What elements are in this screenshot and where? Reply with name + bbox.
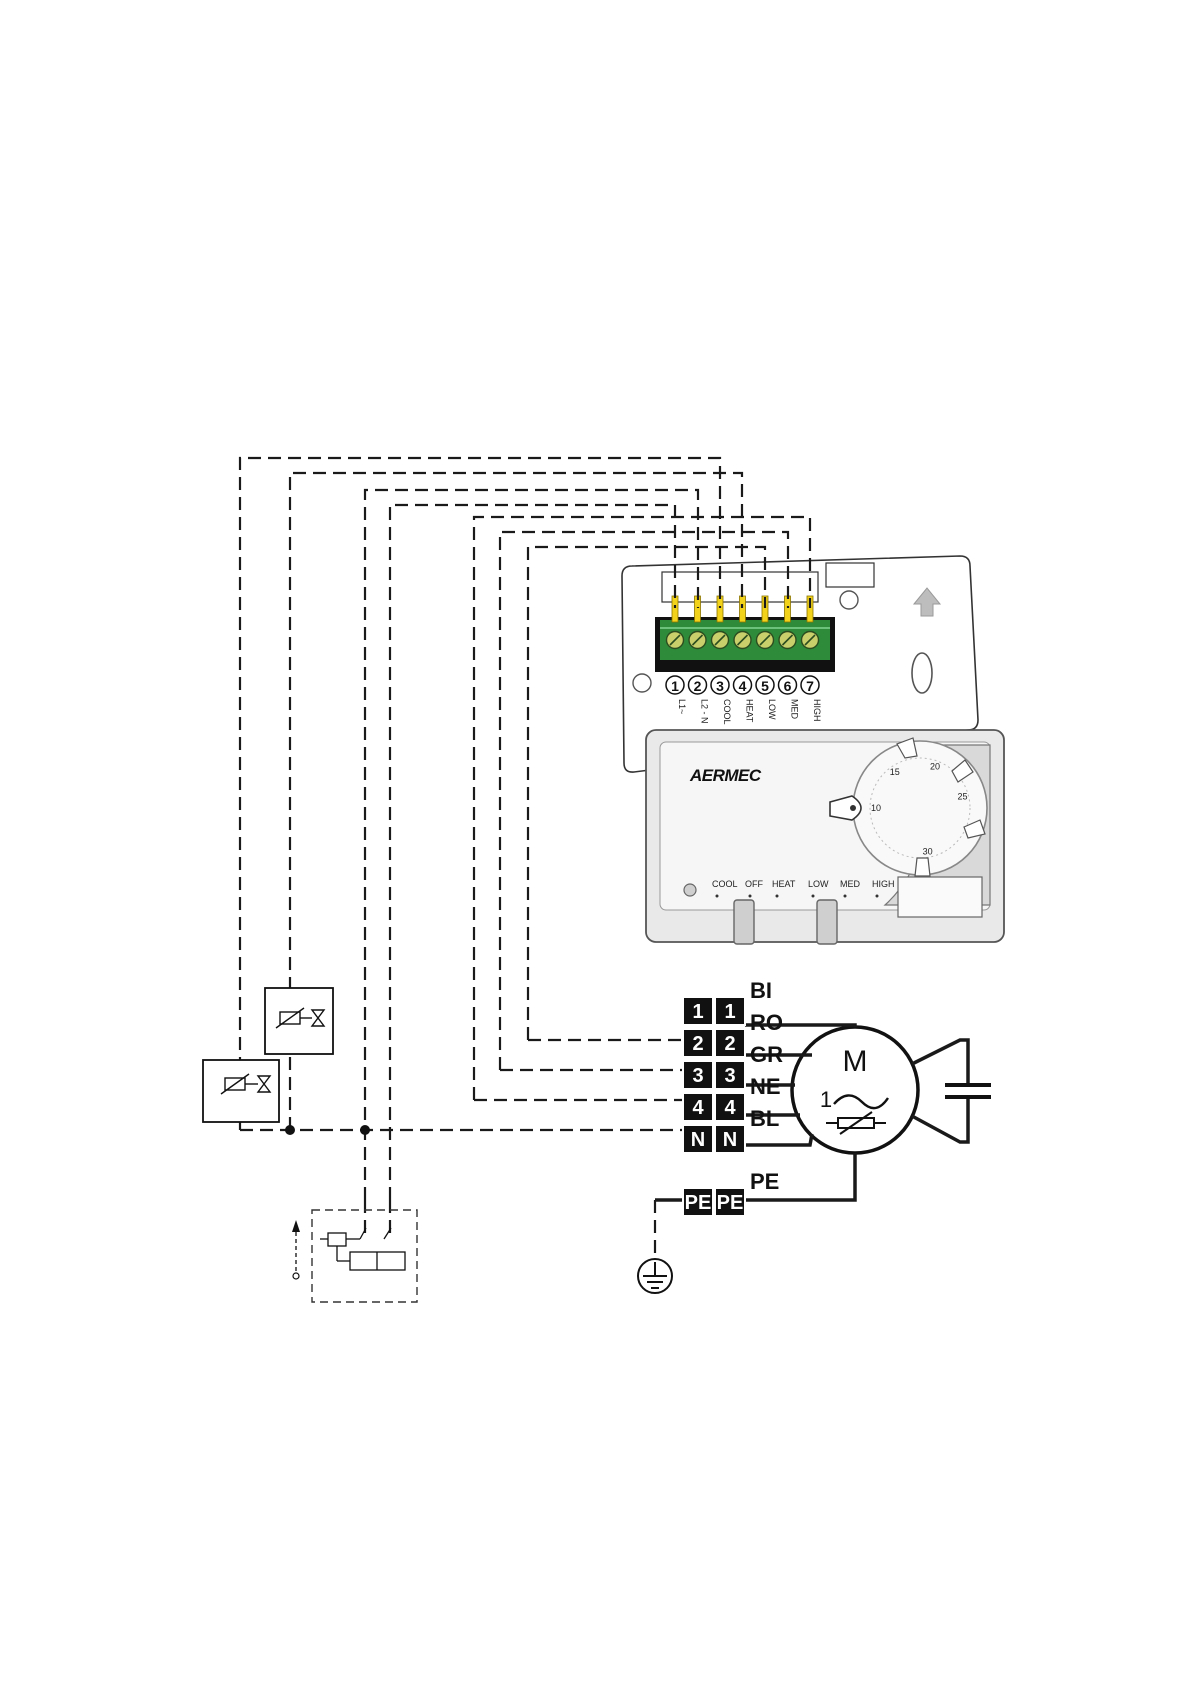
brand-logo: AERMEC bbox=[689, 766, 762, 785]
connector-pin-label: PE bbox=[717, 1192, 744, 1214]
mounting-hole-left bbox=[633, 674, 651, 692]
plate-tab bbox=[826, 563, 874, 587]
fan-motor: M 1 bbox=[792, 1027, 991, 1153]
terminal-number: 3 bbox=[716, 678, 724, 694]
connector-pin-label: 1 bbox=[724, 1001, 735, 1023]
connector-pin-label: 3 bbox=[692, 1065, 703, 1087]
speed-label: MED bbox=[840, 879, 861, 889]
mode-label: COOL bbox=[712, 879, 738, 889]
terminal-number: 5 bbox=[761, 678, 769, 694]
display-window bbox=[898, 877, 982, 917]
mode-label: OFF bbox=[745, 879, 763, 889]
junction-dot bbox=[360, 1125, 370, 1135]
arrow-up-icon bbox=[292, 1220, 300, 1232]
valve-cool bbox=[203, 1060, 279, 1122]
dial-mark: 25 bbox=[957, 792, 967, 802]
connector-pin-label: 2 bbox=[692, 1033, 703, 1055]
junction-dot bbox=[285, 1125, 295, 1135]
speed-label: HIGH bbox=[872, 879, 895, 889]
mounting-hole-top bbox=[840, 591, 858, 609]
wire-color-label: PE bbox=[750, 1169, 779, 1194]
dial-mark: 20 bbox=[930, 762, 940, 772]
connector-pin-label: 4 bbox=[692, 1097, 704, 1119]
wire-tip bbox=[785, 596, 791, 622]
mode-label: HEAT bbox=[772, 879, 796, 889]
mode-switch-knob[interactable] bbox=[734, 900, 754, 944]
terminal-number: 2 bbox=[694, 678, 702, 694]
wire-color-label: NE bbox=[750, 1074, 781, 1099]
wire-color-label: GR bbox=[750, 1042, 783, 1067]
terminal-label: HEAT bbox=[745, 699, 755, 723]
motor-phase: 1 bbox=[820, 1087, 832, 1112]
window-contact-box bbox=[292, 1210, 417, 1302]
motor-symbol: M bbox=[843, 1045, 868, 1078]
wire-tip bbox=[672, 596, 678, 622]
earth-icon bbox=[638, 1259, 672, 1293]
connector-pin-label: 4 bbox=[724, 1097, 736, 1119]
terminal-label: LOW bbox=[767, 699, 777, 720]
dial-mark: 10 bbox=[871, 803, 881, 813]
connector-pin-label: N bbox=[723, 1129, 737, 1151]
valve-heat bbox=[265, 988, 333, 1054]
thermostat-front: AERMEC 10 15 20 25 30 COOL OFF HEAT LOW MED HIGH bbox=[646, 730, 1004, 944]
wire-color-label: BL bbox=[750, 1106, 779, 1131]
terminal-number: 1 bbox=[671, 678, 679, 694]
mounting-slot bbox=[912, 653, 932, 693]
connector-pin-label: N bbox=[691, 1129, 705, 1151]
connector-pin-label: PE bbox=[685, 1192, 712, 1214]
dial-mark: 15 bbox=[890, 767, 900, 777]
terminal-label: HIGH bbox=[812, 699, 822, 722]
wire-tip bbox=[717, 596, 723, 622]
status-led bbox=[684, 884, 696, 896]
terminal-label: L1~ bbox=[677, 699, 687, 714]
wire-color-label: BI bbox=[750, 978, 772, 1003]
speed-switch-knob[interactable] bbox=[817, 900, 837, 944]
terminal-number: 4 bbox=[739, 678, 747, 694]
terminal-number: 6 bbox=[784, 678, 792, 694]
connector-pin-label: 1 bbox=[692, 1001, 703, 1023]
dial-mark: 30 bbox=[923, 846, 933, 856]
terminal-number: 7 bbox=[806, 678, 814, 694]
terminal-label: MED bbox=[790, 699, 800, 720]
wire-color-label: RO bbox=[750, 1010, 783, 1035]
terminal-label: COOL bbox=[722, 699, 732, 725]
terminal-label: L2 - N bbox=[700, 699, 710, 724]
speed-label: LOW bbox=[808, 879, 829, 889]
connector-pin-label: 2 bbox=[724, 1033, 735, 1055]
connector-pin-label: 3 bbox=[724, 1065, 735, 1087]
wire-tip bbox=[740, 596, 746, 622]
